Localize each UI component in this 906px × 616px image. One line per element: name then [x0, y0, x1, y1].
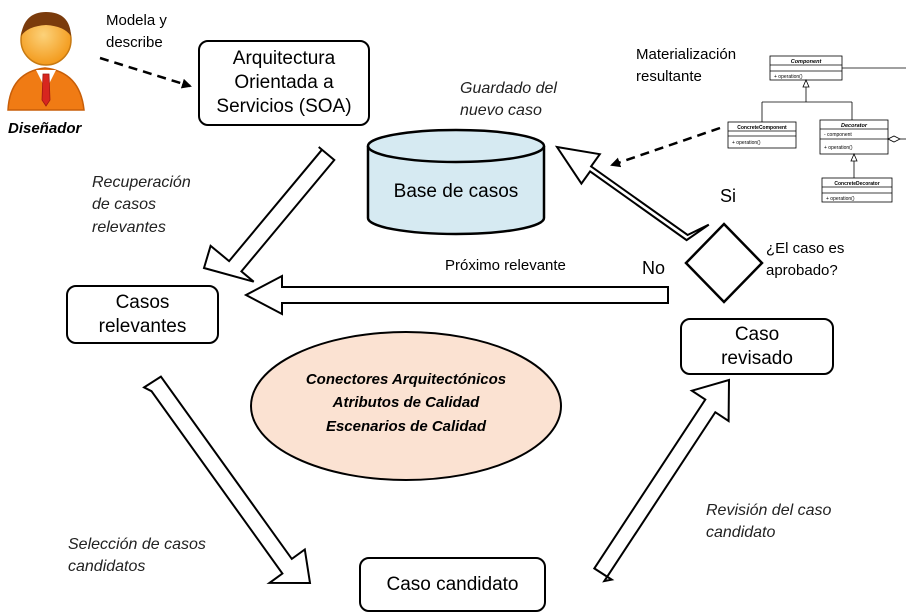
- materialization-arrow: [610, 126, 721, 168]
- center-topics: Conectores Arquitectónicos Atributos de …: [258, 368, 554, 438]
- si-label: Si: [720, 186, 737, 206]
- next-relevant-arrow: [243, 274, 669, 316]
- uml-class-diagram: Component + operation() ConcreteComponen…: [727, 55, 906, 203]
- materialization-label: Materialización resultante: [636, 46, 737, 85]
- revision-label: Revisión del caso candidato: [706, 502, 832, 542]
- case-base-label: Base de casos: [393, 181, 519, 202]
- next-relevant-label: Próximo relevante: [445, 257, 566, 274]
- soa-box: Arquitectura Orientada a Servicios (SOA): [198, 40, 370, 126]
- quality-ellipse: [250, 331, 562, 481]
- relevant-cases-box: Casos relevantes: [66, 285, 219, 344]
- uml-component-op: + operation(): [774, 74, 803, 80]
- uml-decorator-name: Decorator: [841, 123, 868, 129]
- retrieval-arrow: [202, 146, 336, 283]
- retrieval-label: Recuperación de casos relevantes: [92, 174, 191, 236]
- save-arrow: [554, 145, 710, 242]
- selection-arrow: [142, 375, 312, 585]
- case-base-cylinder: [366, 128, 546, 236]
- center-line-connectors: Conectores Arquitectónicos: [305, 371, 507, 388]
- uml-decorator-attr: - component: [824, 132, 852, 138]
- saved-new-case-label: Guardado del nuevo caso: [460, 80, 557, 120]
- reviewed-case-box: Caso revisado: [680, 318, 834, 375]
- designer-icon: [7, 12, 85, 111]
- revision-arrow: [592, 378, 731, 583]
- uml-concrete-decorator-name: ConcreteDecorator: [834, 181, 879, 187]
- candidate-case-box: Caso candidato: [359, 557, 546, 612]
- uml-concrete-decorator-op: + operation(): [826, 196, 855, 202]
- center-line-scenarios: Escenarios de Calidad: [325, 417, 487, 435]
- selection-label: Selección de casos candidatos: [68, 536, 206, 576]
- models-arrow: [99, 56, 192, 89]
- uml-decorator-op: + operation(): [824, 145, 853, 151]
- uml-concrete-component-op: + operation(): [732, 140, 761, 146]
- designer-label: Diseñador: [8, 120, 82, 137]
- uml-concrete-component-name: ConcreteComponent: [737, 125, 787, 131]
- decision-diamond: [684, 222, 764, 304]
- no-label: No: [642, 258, 666, 278]
- center-line-attributes: Atributos de Calidad: [332, 394, 480, 412]
- models-label: Modela y describe: [106, 12, 167, 51]
- uml-component-name: Component: [791, 59, 823, 65]
- decision-question: ¿El caso es aprobado?: [766, 240, 845, 279]
